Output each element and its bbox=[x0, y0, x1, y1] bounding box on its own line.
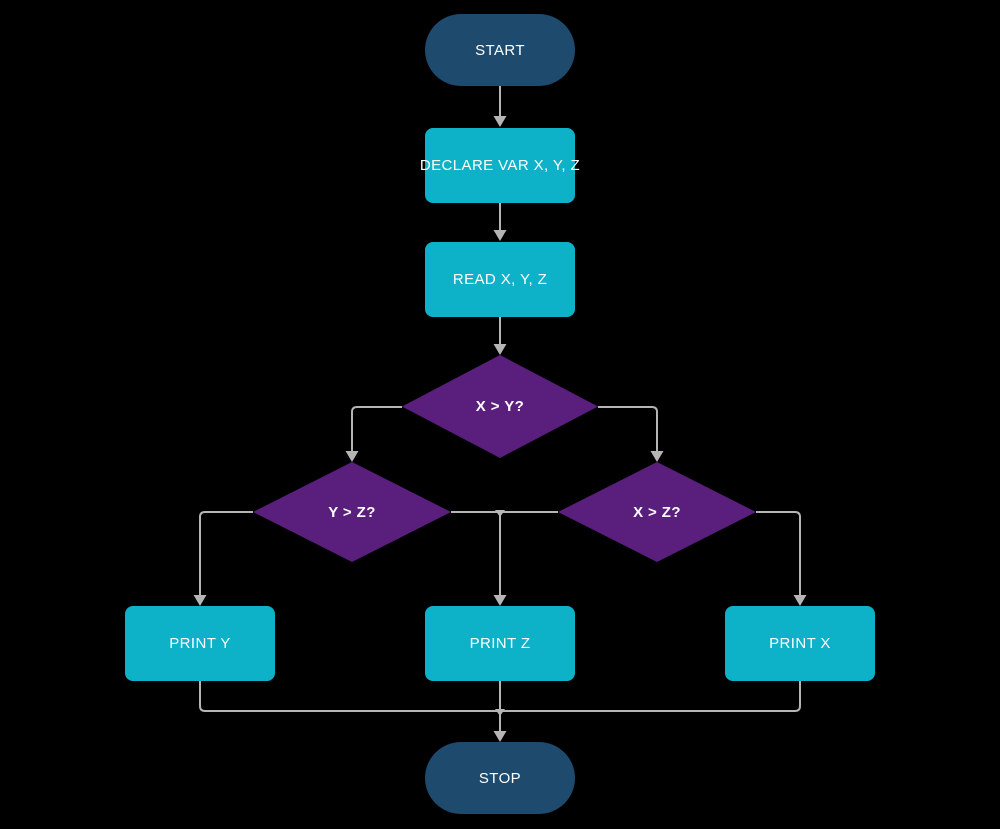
edge-printx-stop bbox=[500, 681, 801, 712]
node-stop[interactable]: STOP bbox=[425, 742, 575, 814]
node-print-z[interactable]: PRINT Z bbox=[425, 606, 575, 681]
node-read[interactable]: READ X, Y, Z bbox=[425, 242, 575, 317]
edge-decisionxy-decisionyz bbox=[351, 406, 402, 451]
node-declare-var-label: DECLARE VAR X, Y, Z bbox=[419, 157, 581, 174]
merge-chevron bbox=[495, 709, 505, 716]
node-print-y-label: PRINT Y bbox=[169, 635, 231, 652]
arrowhead bbox=[193, 595, 207, 606]
arrowhead bbox=[493, 344, 507, 355]
arrowhead bbox=[345, 451, 359, 462]
edge-decisionyz-printy bbox=[199, 511, 253, 595]
edge-decisionxz-printx bbox=[756, 511, 801, 595]
merge-chevron bbox=[495, 510, 505, 517]
node-start[interactable]: START bbox=[425, 14, 575, 86]
node-decision-y-gt-z-label: Y > Z? bbox=[328, 503, 376, 521]
arrowhead bbox=[493, 116, 507, 127]
arrowhead bbox=[493, 595, 507, 606]
node-print-y[interactable]: PRINT Y bbox=[125, 606, 275, 681]
node-print-x-label: PRINT X bbox=[769, 635, 831, 652]
node-decision-x-gt-y-label: X > Y? bbox=[475, 398, 525, 415]
node-declare-var[interactable]: DECLARE VAR X, Y, Z bbox=[420, 128, 580, 203]
edge-printy-stop bbox=[199, 681, 500, 712]
node-print-x[interactable]: PRINT X bbox=[725, 606, 875, 681]
node-start-label: START bbox=[475, 41, 525, 59]
node-print-z-label: PRINT Z bbox=[469, 635, 531, 652]
arrowhead bbox=[493, 731, 507, 742]
arrowhead bbox=[650, 451, 664, 462]
edge-decisionxy-decisionxz bbox=[598, 406, 658, 451]
arrowhead bbox=[793, 595, 807, 606]
node-read-label: READ X, Y, Z bbox=[452, 271, 548, 288]
node-decision-x-gt-z-label: X > Z? bbox=[633, 503, 681, 521]
node-stop-label: STOP bbox=[478, 769, 522, 787]
arrowhead bbox=[493, 230, 507, 241]
